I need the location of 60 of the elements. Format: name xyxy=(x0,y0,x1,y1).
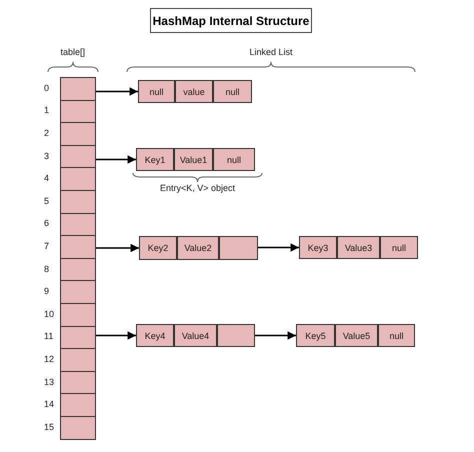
index-number: 12 xyxy=(44,354,54,364)
index-number: 2 xyxy=(44,128,50,138)
array-slot xyxy=(60,167,96,191)
index-number: 14 xyxy=(44,399,54,410)
entry-field: null xyxy=(378,324,415,347)
index-number: 3 xyxy=(44,150,50,161)
array-slot xyxy=(60,235,96,259)
entry-field: null xyxy=(213,80,252,103)
arrow xyxy=(96,244,139,252)
index-number: 9 xyxy=(44,286,50,296)
entry-field: null xyxy=(138,80,175,103)
entry-field: Key2 xyxy=(139,236,177,260)
index-number: 4 xyxy=(44,173,50,184)
arrow xyxy=(96,87,138,96)
array-slot xyxy=(60,280,96,304)
brace-label: table[] xyxy=(60,47,86,57)
entry-field: Key3 xyxy=(299,236,337,259)
index-number: 15 xyxy=(44,422,54,432)
arrow xyxy=(255,331,296,340)
index-number: 10 xyxy=(44,308,54,319)
entry-field: null xyxy=(213,148,255,171)
entry-field: Value4 xyxy=(174,324,217,347)
brace-label: Linked List xyxy=(250,47,293,57)
array-slot xyxy=(60,393,96,417)
array-slot xyxy=(60,370,96,394)
index-number: 8 xyxy=(44,264,50,274)
array-slot xyxy=(60,303,96,327)
entry-field: Key1 xyxy=(136,148,174,171)
entry-field: Value5 xyxy=(335,324,378,347)
arrow xyxy=(96,155,136,164)
arrow xyxy=(258,243,299,252)
array-slot xyxy=(60,326,96,350)
arrow xyxy=(96,331,136,340)
index-number: 0 xyxy=(44,82,50,93)
index-number: 5 xyxy=(44,196,50,206)
next-pointer-field xyxy=(219,236,258,260)
index-number: 1 xyxy=(44,105,50,116)
index-number: 7 xyxy=(44,241,50,251)
array-slot xyxy=(60,258,96,282)
array-slot xyxy=(60,416,96,440)
array-slot xyxy=(60,144,96,168)
entry-field: null xyxy=(380,236,418,259)
array-slot xyxy=(60,212,96,236)
entry-field: value xyxy=(175,80,213,103)
entry-field: Value1 xyxy=(174,148,213,171)
index-number: 13 xyxy=(44,376,54,387)
title: HashMap Internal Structure xyxy=(150,8,312,33)
array-slot xyxy=(60,348,96,372)
entry-field: Value2 xyxy=(177,236,219,260)
entry-field: Key5 xyxy=(296,324,335,347)
array-slot xyxy=(60,100,96,124)
brace-label: Entry<K, V> object xyxy=(160,183,236,193)
entry-field: Key4 xyxy=(136,324,174,347)
entry-field: Value3 xyxy=(337,236,380,259)
index-number: 11 xyxy=(44,331,54,342)
array-slot xyxy=(60,122,96,146)
array-slot xyxy=(60,190,96,214)
array-slot xyxy=(60,77,96,101)
index-number: 6 xyxy=(44,218,50,228)
next-pointer-field xyxy=(217,324,255,347)
